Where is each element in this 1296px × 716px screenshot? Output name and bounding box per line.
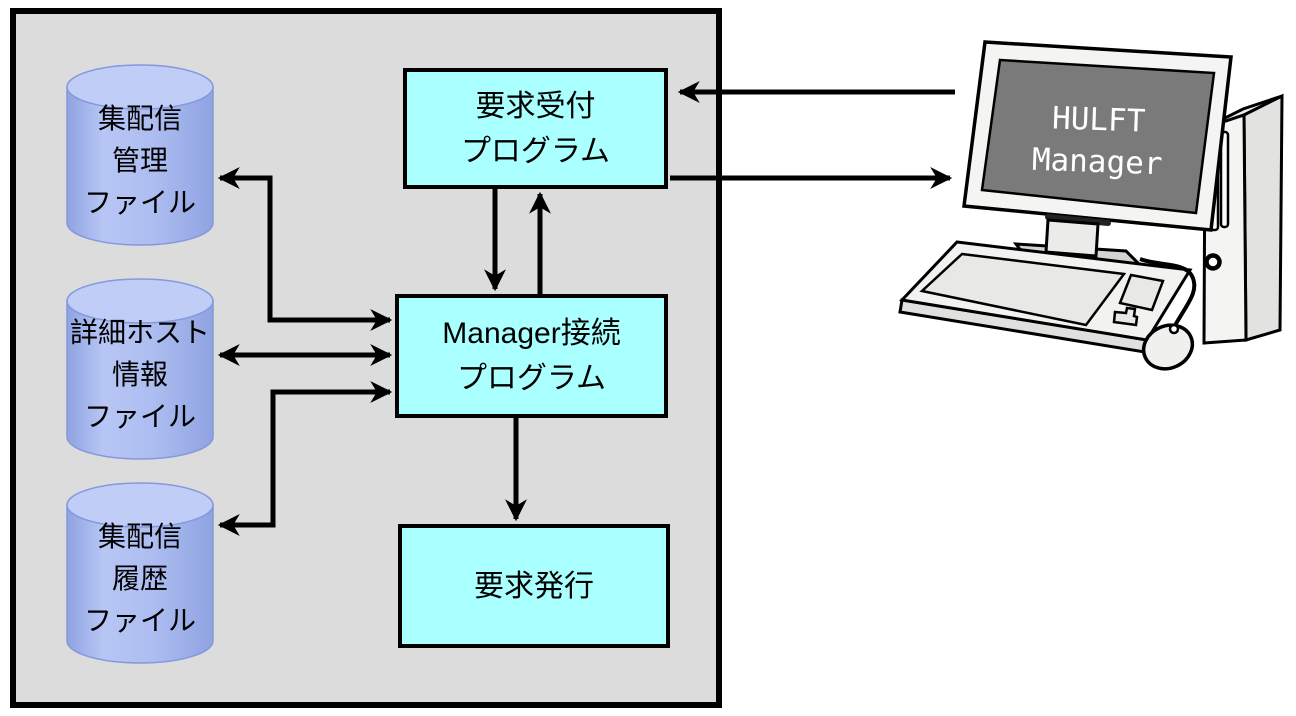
arrow-connect-history-file <box>217 380 393 537</box>
cylinder-shape <box>66 64 214 246</box>
db-host-detail-file: 詳細ホスト 情報 ファイル <box>65 277 215 461</box>
pc-monitor: HULFT Manager <box>962 40 1233 232</box>
mouse-cable <box>1139 257 1197 330</box>
monitor-screen <box>980 58 1216 215</box>
db-delivery-management-file: 集配信 管理 ファイル <box>65 63 215 247</box>
svg-text:HULFT: HULFT <box>1051 100 1146 139</box>
box-request-accept-program: 要求受付 プログラム <box>403 68 668 189</box>
pc-mouse <box>1139 257 1197 371</box>
file-label: 集配信 管理 ファイル <box>83 103 196 218</box>
hulft-manager-pc: HULFT Manager <box>898 40 1284 371</box>
cylinder-shape <box>66 278 214 460</box>
file-label: 詳細ホスト 情報 ファイル <box>69 317 210 432</box>
keyboard-numpad <box>1118 273 1165 312</box>
box-manager-connect-program: Manager接続 プログラム <box>395 294 668 418</box>
pc-keyboard <box>898 240 1193 354</box>
cylinder-shape <box>66 482 214 664</box>
keyboard-arrow-cluster <box>1112 306 1139 327</box>
db-delivery-history-file: 集配信 履歴 ファイル <box>65 481 215 665</box>
arrow-connect-management-file <box>217 166 393 332</box>
keyboard-keys-area <box>919 252 1127 327</box>
tower-power-button <box>1204 253 1222 271</box>
svg-text:Manager: Manager <box>1031 142 1163 183</box>
screen-text: HULFT Manager <box>1031 100 1163 183</box>
pc-tower <box>1202 93 1284 345</box>
box-request-issue: 要求発行 <box>398 524 670 648</box>
monitor-bezel-slot <box>1045 214 1111 226</box>
file-label: 集配信 履歴 ファイル <box>83 521 196 636</box>
tower-drive-slot <box>1219 130 1230 229</box>
